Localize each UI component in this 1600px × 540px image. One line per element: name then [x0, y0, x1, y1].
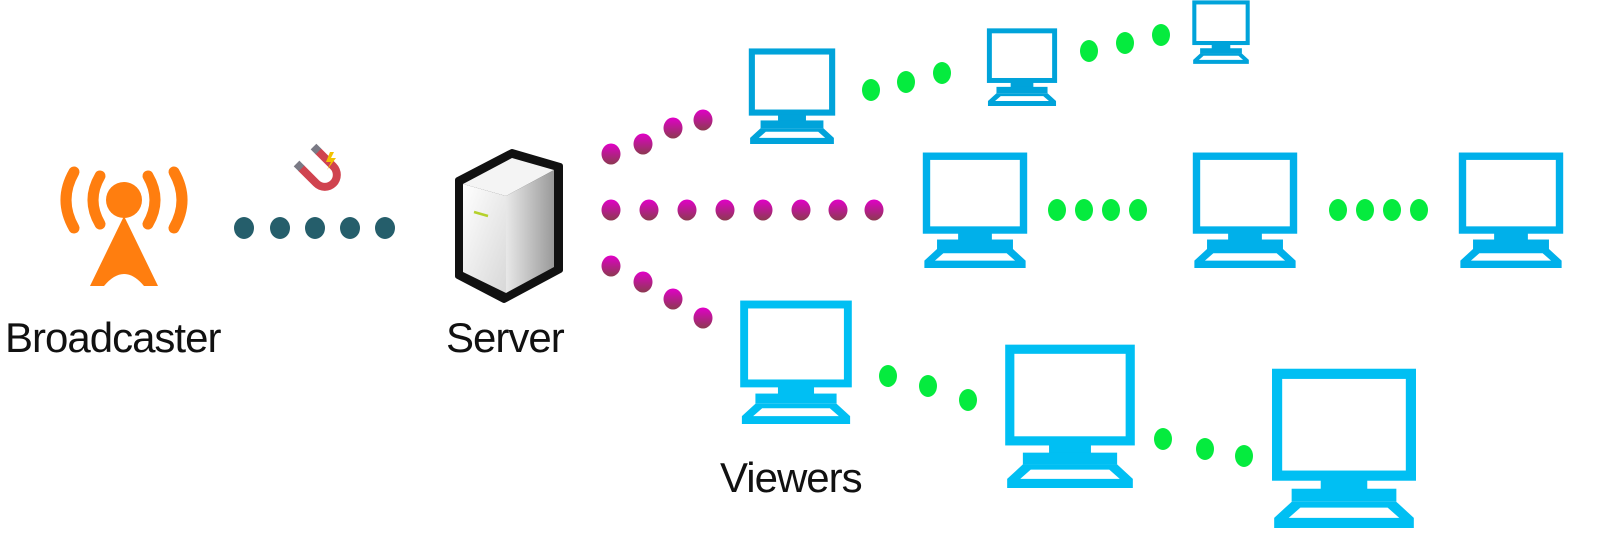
server-dot	[753, 199, 773, 221]
peer-dot	[1329, 199, 1347, 221]
connection-server-to-viewer-1	[601, 109, 713, 165]
radio-tower-icon	[60, 166, 188, 286]
connection-viewer-5-to-viewer-6	[1329, 199, 1428, 221]
peer-dot	[1383, 199, 1401, 221]
ingest-dot	[340, 217, 360, 239]
peer-dot	[1154, 428, 1172, 450]
server-dot	[601, 143, 621, 165]
peer-dot	[1080, 40, 1098, 62]
monitor-icon	[1460, 156, 1561, 268]
server-dot	[663, 117, 683, 139]
peer-dot	[1356, 199, 1374, 221]
viewer-monitors	[742, 2, 1562, 528]
monitor-icon	[1193, 2, 1249, 63]
connection-viewer-1-to-viewer-2	[862, 62, 951, 101]
peer-dot	[1129, 199, 1147, 221]
connection-viewer-4-to-viewer-5	[1048, 199, 1147, 221]
server-dot	[633, 133, 653, 155]
magnet-icon	[293, 143, 341, 191]
monitor-icon	[742, 305, 850, 424]
peer-dot	[919, 375, 937, 397]
spark-icon	[326, 152, 336, 170]
peer-dot	[933, 62, 951, 84]
peer-dot	[897, 71, 915, 93]
peer-dot	[1102, 199, 1120, 221]
server-label: Server	[446, 314, 565, 361]
peer-dot	[1196, 438, 1214, 460]
server-dot	[828, 199, 848, 221]
connection-viewer-7-to-viewer-8	[879, 365, 977, 411]
ingest-dot	[234, 217, 254, 239]
connection-viewer-2-to-viewer-3	[1080, 24, 1170, 62]
peer-dot	[959, 389, 977, 411]
peer-dot	[1116, 32, 1134, 54]
server-icon	[455, 149, 563, 303]
peer-dot	[1235, 445, 1253, 467]
connection-server-to-viewer-4	[601, 199, 884, 221]
broadcaster-label: Broadcaster	[5, 314, 221, 361]
server-dot	[663, 288, 683, 310]
server-dot	[677, 199, 697, 221]
viewers-label: Viewers	[720, 454, 863, 501]
monitor-icon	[924, 156, 1025, 268]
server-dot	[633, 271, 653, 293]
ingest-dot	[375, 217, 395, 239]
monitor-icon	[1194, 156, 1295, 268]
server-dot	[601, 199, 621, 221]
server-dot	[639, 199, 659, 221]
monitor-icon	[988, 31, 1056, 106]
ingest-dot	[305, 217, 325, 239]
server-dot	[693, 109, 713, 131]
peer-dot	[862, 79, 880, 101]
peer-dot	[1152, 24, 1170, 46]
server-dot	[601, 255, 621, 277]
server-dot	[791, 199, 811, 221]
peer-dot	[1075, 199, 1093, 221]
peer-dot	[1410, 199, 1428, 221]
monitor-icon	[1274, 374, 1414, 528]
server-dot	[715, 199, 735, 221]
connection-dots	[234, 24, 1428, 467]
connection-broadcaster-to-server	[234, 217, 395, 239]
connection-server-to-viewer-7	[601, 255, 713, 329]
server-dot	[693, 307, 713, 329]
server-dot	[864, 199, 884, 221]
ingest-dot	[270, 217, 290, 239]
peer-dot	[879, 365, 897, 387]
monitor-icon	[750, 51, 834, 144]
monitor-icon	[1007, 349, 1133, 488]
peer-dot	[1048, 199, 1066, 221]
connection-viewer-8-to-viewer-9	[1154, 428, 1253, 467]
